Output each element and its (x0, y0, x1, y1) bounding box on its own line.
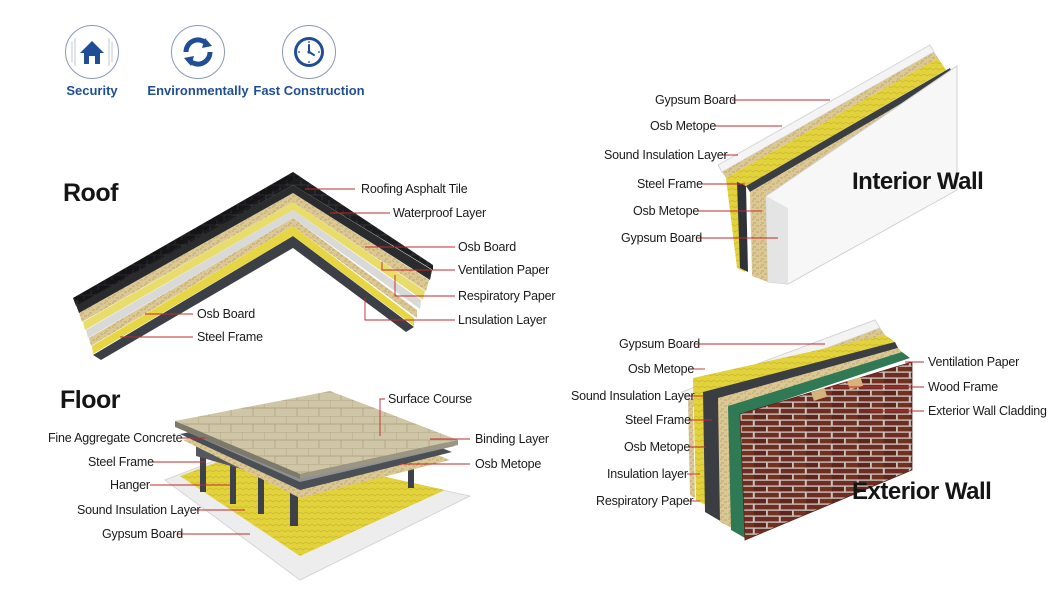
floor-label-steel-frame: Steel Frame (88, 455, 154, 469)
floor-title: Floor (60, 386, 121, 414)
roof-label-osb-board-lower: Osb Board (197, 307, 255, 321)
roof-label-respiratory-paper: Respiratory Paper (458, 289, 556, 303)
exterior-label-osb-metope-front: Osb Metope (624, 440, 691, 454)
exterior-label-insulation-layer: Insulation layer (607, 467, 688, 481)
feature-label: Environmentally (147, 83, 249, 98)
interior-label-osb-metope-front: Osb Metope (633, 204, 700, 218)
interior-wall-title: Interior Wall (852, 168, 984, 195)
feature-label: Fast Construction (253, 83, 365, 98)
floor-label-sound-insulation-layer: Sound Insulation Layer (77, 503, 201, 517)
interior-label-gypsum-board-back: Gypsum Board (655, 93, 736, 107)
interior-wall-illustration (717, 44, 958, 285)
roof-insulation-shape (92, 226, 414, 354)
interior-label-sound-insulation-layer: Sound Insulation Layer (604, 148, 728, 162)
leader-lines (120, 99, 924, 535)
roof-ventilation-shape (83, 202, 425, 330)
roof-label-osb-board: Osb Board (458, 240, 516, 254)
floor-label-fine-aggregate-concrete: Fine Aggregate Concrete (48, 431, 183, 445)
floor-label-binding-layer: Binding Layer (475, 432, 549, 446)
roof-steel-frame-shape (93, 236, 414, 360)
roof-label-ventilation-paper: Ventilation Paper (458, 263, 550, 277)
floor-label-osb-metope: Osb Metope (475, 457, 542, 471)
roof-label-steel-frame: Steel Frame (197, 330, 263, 344)
floor-surface-course-shape (175, 391, 458, 474)
feature-label: Security (66, 83, 118, 98)
roof-waterproof-shape (76, 185, 432, 313)
house-icon (65, 25, 119, 79)
floor-label-surface-course: Surface Course (388, 392, 473, 406)
exterior-wall-illustration (681, 319, 913, 541)
exterior-label-respiratory-paper: Respiratory Paper (596, 494, 694, 508)
exterior-label-gypsum-board: Gypsum Board (619, 337, 700, 351)
floor-label-gypsum-board: Gypsum Board (102, 527, 183, 541)
clock-icon (282, 25, 336, 79)
floor-illustration (163, 391, 472, 581)
floor-label-hanger: Hanger (110, 478, 150, 492)
roof-asphalt-tile-shape (73, 172, 433, 306)
feature-environmentally: Environmentally (128, 25, 268, 98)
exterior-label-sound-insulation-layer: Sound Insulation Layer (571, 389, 695, 403)
recycle-arrows-icon (171, 25, 225, 79)
roof-label-roofing-asphalt-tile: Roofing Asphalt Tile (361, 182, 468, 196)
exterior-label-exterior-wall-cladding: Exterior Wall Cladding (928, 404, 1047, 418)
feature-fast-construction: Fast Construction (239, 25, 379, 98)
exterior-label-wood-frame: Wood Frame (928, 380, 999, 394)
interior-label-osb-metope-back: Osb Metope (650, 119, 717, 133)
exterior-wall-title: Exterior Wall (852, 478, 992, 505)
roof-illustration (73, 172, 433, 360)
roof-label-waterproof-layer: Waterproof Layer (393, 206, 486, 220)
roof-osb-board-shape (79, 193, 429, 322)
floor-sound-insulation-shape (180, 448, 445, 556)
roof-label-insulation-layer: Lnsulation Layer (458, 313, 547, 327)
exterior-label-osb-metope-back: Osb Metope (628, 362, 695, 376)
interior-label-gypsum-board-front: Gypsum Board (621, 231, 702, 245)
roof-osb-inner-shape (89, 218, 417, 346)
exterior-label-steel-frame: Steel Frame (625, 413, 691, 427)
feature-security: Security (22, 25, 162, 98)
roof-respiratory-shape (86, 210, 421, 338)
interior-label-steel-frame: Steel Frame (637, 177, 703, 191)
roof-title: Roof (63, 179, 118, 207)
exterior-label-ventilation-paper: Ventilation Paper (928, 355, 1020, 369)
